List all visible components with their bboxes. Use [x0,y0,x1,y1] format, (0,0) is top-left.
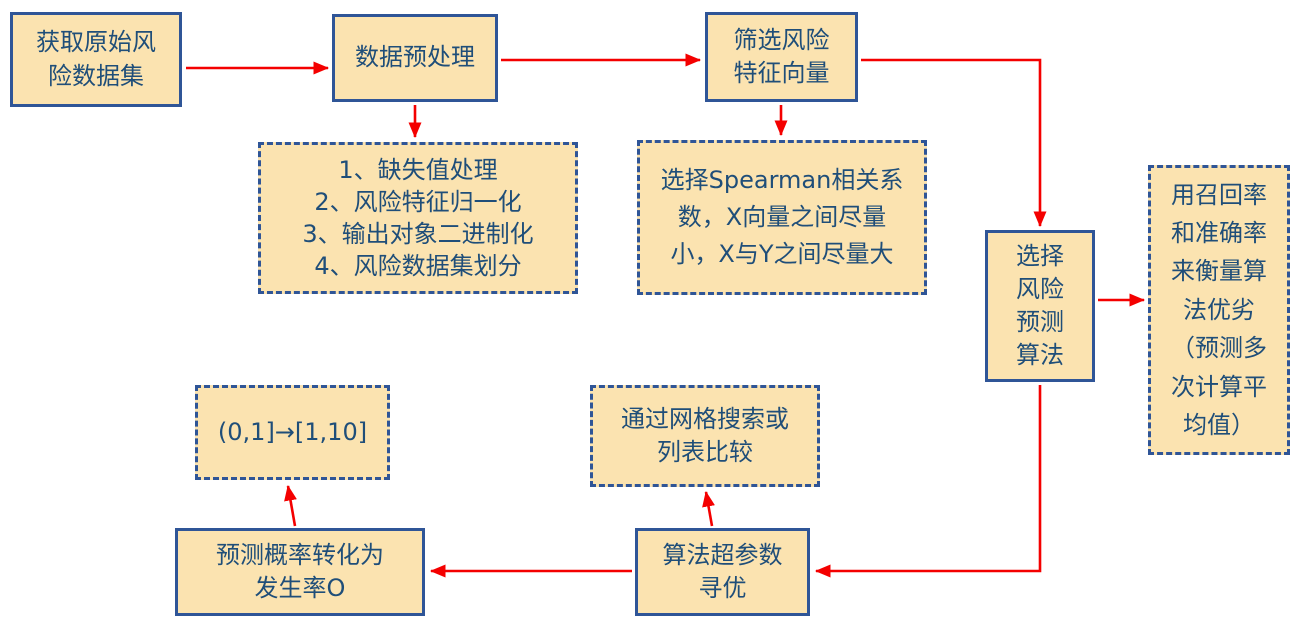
node-label: 获取原始风 险数据集 [36,28,156,90]
note-range-mapping: (0,1]→[1,10] [195,385,390,480]
node-label: 预测概率转化为 发生率O [216,540,384,602]
node-label: 数据预处理 [355,43,475,72]
arrow-select-to-hyperparam [814,385,1042,578]
note-label: 选择Spearman相关系 数，X向量之间尽量 小，X与Y之间尽量大 [660,165,904,269]
node-label: 筛选风险 特征向量 [733,25,830,87]
node-filter-risk-feature-vector: 筛选风险 特征向量 [705,12,858,102]
arrow-hyperparam-to-grid-note [702,490,715,527]
note-label: 用召回率 和准确率 来衡量算 法优劣 （预测多 次计算平 均值） [1171,180,1267,439]
note-label: 1、缺失值处理 2、风险特征归一化 3、输出对象二进制化 4、风险数据集划分 [302,155,534,281]
arrow-filter-to-select-algorithm [861,58,1047,228]
node-select-risk-prediction-algorithm: 选择 风险 预测 算法 [985,230,1095,382]
note-grid-search-or-list-comparison: 通过网格搜索或 列表比较 [590,385,820,487]
node-label: 选择 风险 预测 算法 [1016,241,1064,370]
node-acquire-raw-risk-dataset: 获取原始风 险数据集 [10,12,182,107]
node-data-preprocessing: 数据预处理 [332,14,498,102]
arrow-probability-to-mapping-note [284,484,297,527]
note-spearman-correlation: 选择Spearman相关系 数，X向量之间尽量 小，X与Y之间尽量大 [637,140,927,295]
node-probability-to-occurrence-rate: 预测概率转化为 发生率O [175,528,425,616]
note-label: 通过网格搜索或 列表比较 [621,404,789,466]
note-label: (0,1]→[1,10] [217,417,368,446]
note-preprocessing-steps: 1、缺失值处理 2、风险特征归一化 3、输出对象二进制化 4、风险数据集划分 [258,142,578,294]
note-recall-accuracy-evaluation: 用召回率 和准确率 来衡量算 法优劣 （预测多 次计算平 均值） [1148,165,1290,455]
node-label: 算法超参数 寻优 [662,540,783,602]
node-hyperparameter-optimization: 算法超参数 寻优 [635,528,810,616]
